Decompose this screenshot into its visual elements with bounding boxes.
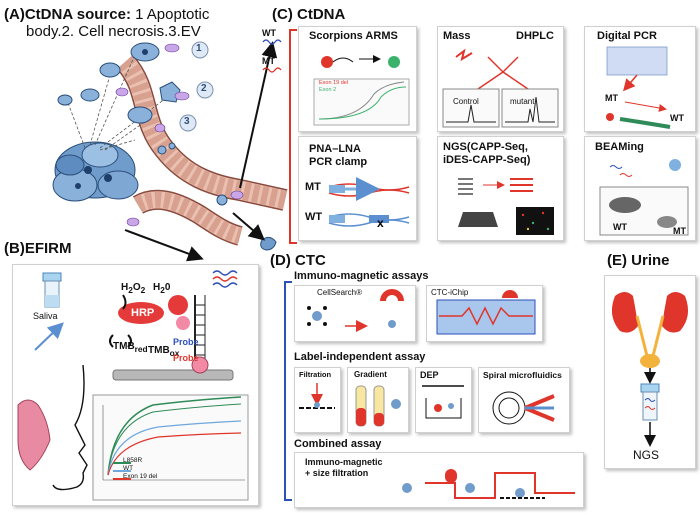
- beam-wt-label: WT: [613, 222, 627, 232]
- scorp-legend-2: Exon 2: [319, 87, 337, 93]
- filtration-label: Filtration: [299, 370, 332, 379]
- tmb-ox-label: TMBox: [148, 345, 180, 358]
- cellsearch-label: CellSearch®: [317, 288, 363, 297]
- ngs-label: NGS(CAPP-Seq,iDES-CAPP-Seq): [443, 141, 531, 166]
- ctc-cell: [260, 236, 277, 251]
- combined-label: Immuno-magnetic+ size filtration: [305, 457, 383, 478]
- h2o-label: H20: [153, 282, 171, 295]
- hrp-enzyme: [118, 302, 164, 324]
- cellsearch-panel: CellSearch®: [294, 285, 416, 342]
- kidney-icon: [611, 292, 689, 368]
- pna-wt-label: WT: [305, 211, 323, 223]
- digital-wt-label: WT: [670, 113, 684, 123]
- ctc-ichip-panel: CTC-iChip: [426, 285, 543, 342]
- svg-text:x: x: [377, 216, 384, 230]
- h2o2-label: H2O2: [121, 282, 146, 295]
- scorp-legend-1: Exon 19 del: [319, 80, 349, 86]
- filtration-panel: Filtration: [294, 367, 341, 433]
- gradient-label: Gradient: [354, 370, 387, 379]
- wt-strand: [262, 39, 282, 45]
- section-a-title: (A)CtDNA source: 1 Apoptotic body.2. Cel…: [4, 6, 264, 40]
- marker-2: [196, 81, 214, 99]
- ctdna-bracket: [289, 29, 297, 244]
- face-icon: [17, 364, 88, 491]
- section-e-title: (E) Urine: [607, 252, 670, 269]
- mass-dhplc-panel: Mass DHPLC Control mutant: [437, 26, 564, 132]
- section-a-title-bold: CtDNA source:: [24, 6, 131, 23]
- section-a-title-line2: body.2. Cell necrosis.3.EV: [26, 23, 201, 40]
- arrow-to-ctdna: [239, 41, 278, 189]
- spiral-panel: Spiral microfluidics: [478, 367, 570, 433]
- combined-title: Combined assay: [294, 438, 382, 450]
- urine-panel: NGS: [604, 275, 696, 469]
- efirm-panel: Saliva H2O2 H20 HRP TMBred TMBox Probe P…: [12, 264, 259, 506]
- electrode-surface: [112, 369, 234, 381]
- efirm-plot-frame: [92, 394, 249, 501]
- control-label: Control: [453, 97, 479, 106]
- hrp-label: HRP: [131, 307, 155, 319]
- ctc-bracket: [284, 281, 292, 501]
- streptavidin-node: [168, 295, 188, 315]
- legend-exon19: Exon 19 del: [123, 473, 158, 480]
- tmb-red-label: TMBred: [113, 341, 148, 354]
- probe-label-red: Probe: [173, 353, 199, 363]
- ctc-ichip-label: CTC-iChip: [431, 288, 469, 297]
- beaming-panel: BEAMing WT MT: [584, 136, 696, 241]
- mt-label: MT: [262, 56, 275, 66]
- section-a-title-rest: 1 Apoptotic: [130, 6, 210, 23]
- marker-3-label: 3: [184, 116, 190, 127]
- saliva-tube-icon: [42, 272, 62, 308]
- digital-pcr-label: Digital PCR: [597, 30, 657, 42]
- pna-mt-label: MT: [305, 181, 321, 193]
- probe-label-blue: Probe: [173, 337, 199, 347]
- digital-mt-label: MT: [605, 93, 618, 103]
- efirm-legend: L858R WT Exon 19 del: [123, 457, 157, 481]
- scorpions-label: Scorpions ARMS: [309, 30, 398, 42]
- legend-wt: WT: [123, 465, 134, 472]
- urine-tube-icon: [640, 383, 660, 421]
- dep-label: DEP: [420, 370, 439, 380]
- section-c-title: (C) CtDNA: [272, 6, 346, 23]
- dep-panel: DEP: [415, 367, 472, 433]
- spiral-label: Spiral microfluidics: [483, 370, 562, 380]
- ngs-output-label: NGS: [633, 448, 660, 462]
- immuno-title: Immuno-magnetic assays: [294, 270, 429, 282]
- beam-mt-label: MT: [673, 226, 686, 236]
- section-b-title: (B)EFIRM: [4, 240, 72, 257]
- saliva-label: Saliva: [33, 311, 58, 321]
- gradient-panel: Gradient: [347, 367, 409, 433]
- digital-pcr-panel: Digital PCR MT WT: [584, 26, 696, 132]
- marker-1-label: 1: [196, 43, 202, 54]
- section-d-title: (D) CTC: [270, 252, 326, 269]
- scorpions-arms-panel: Scorpions ARMS Exon 19 del Exon 2: [298, 26, 417, 132]
- section-a-prefix: (A): [4, 6, 25, 23]
- efirm-drawing: [17, 270, 249, 501]
- wt-label: WT: [262, 28, 276, 38]
- necrotic-cells: [127, 81, 190, 133]
- mutant-label: mutant: [510, 97, 535, 106]
- dhplc-label: DHPLC: [516, 30, 554, 42]
- marker-1: [191, 41, 209, 59]
- marker-3: [179, 114, 197, 132]
- arrow-to-ctc: [232, 212, 266, 241]
- ngs-panel: NGS(CAPP-Seq,iDES-CAPP-Seq): [437, 136, 564, 241]
- label-free-title: Label-independent assay: [294, 351, 426, 363]
- apoptotic-cells: [57, 42, 180, 106]
- arrow-to-efirm: [124, 229, 204, 262]
- combined-panel: Immuno-magnetic+ size filtration: [294, 452, 584, 508]
- legend-l858r: L858R: [123, 457, 143, 464]
- tumor-cluster: [52, 141, 139, 202]
- mass-label: Mass: [443, 30, 471, 42]
- mt-strand: [262, 67, 282, 73]
- extracellular-vesicles: [126, 142, 244, 227]
- marker-2-label: 2: [201, 83, 207, 94]
- beaming-label: BEAMing: [595, 141, 644, 153]
